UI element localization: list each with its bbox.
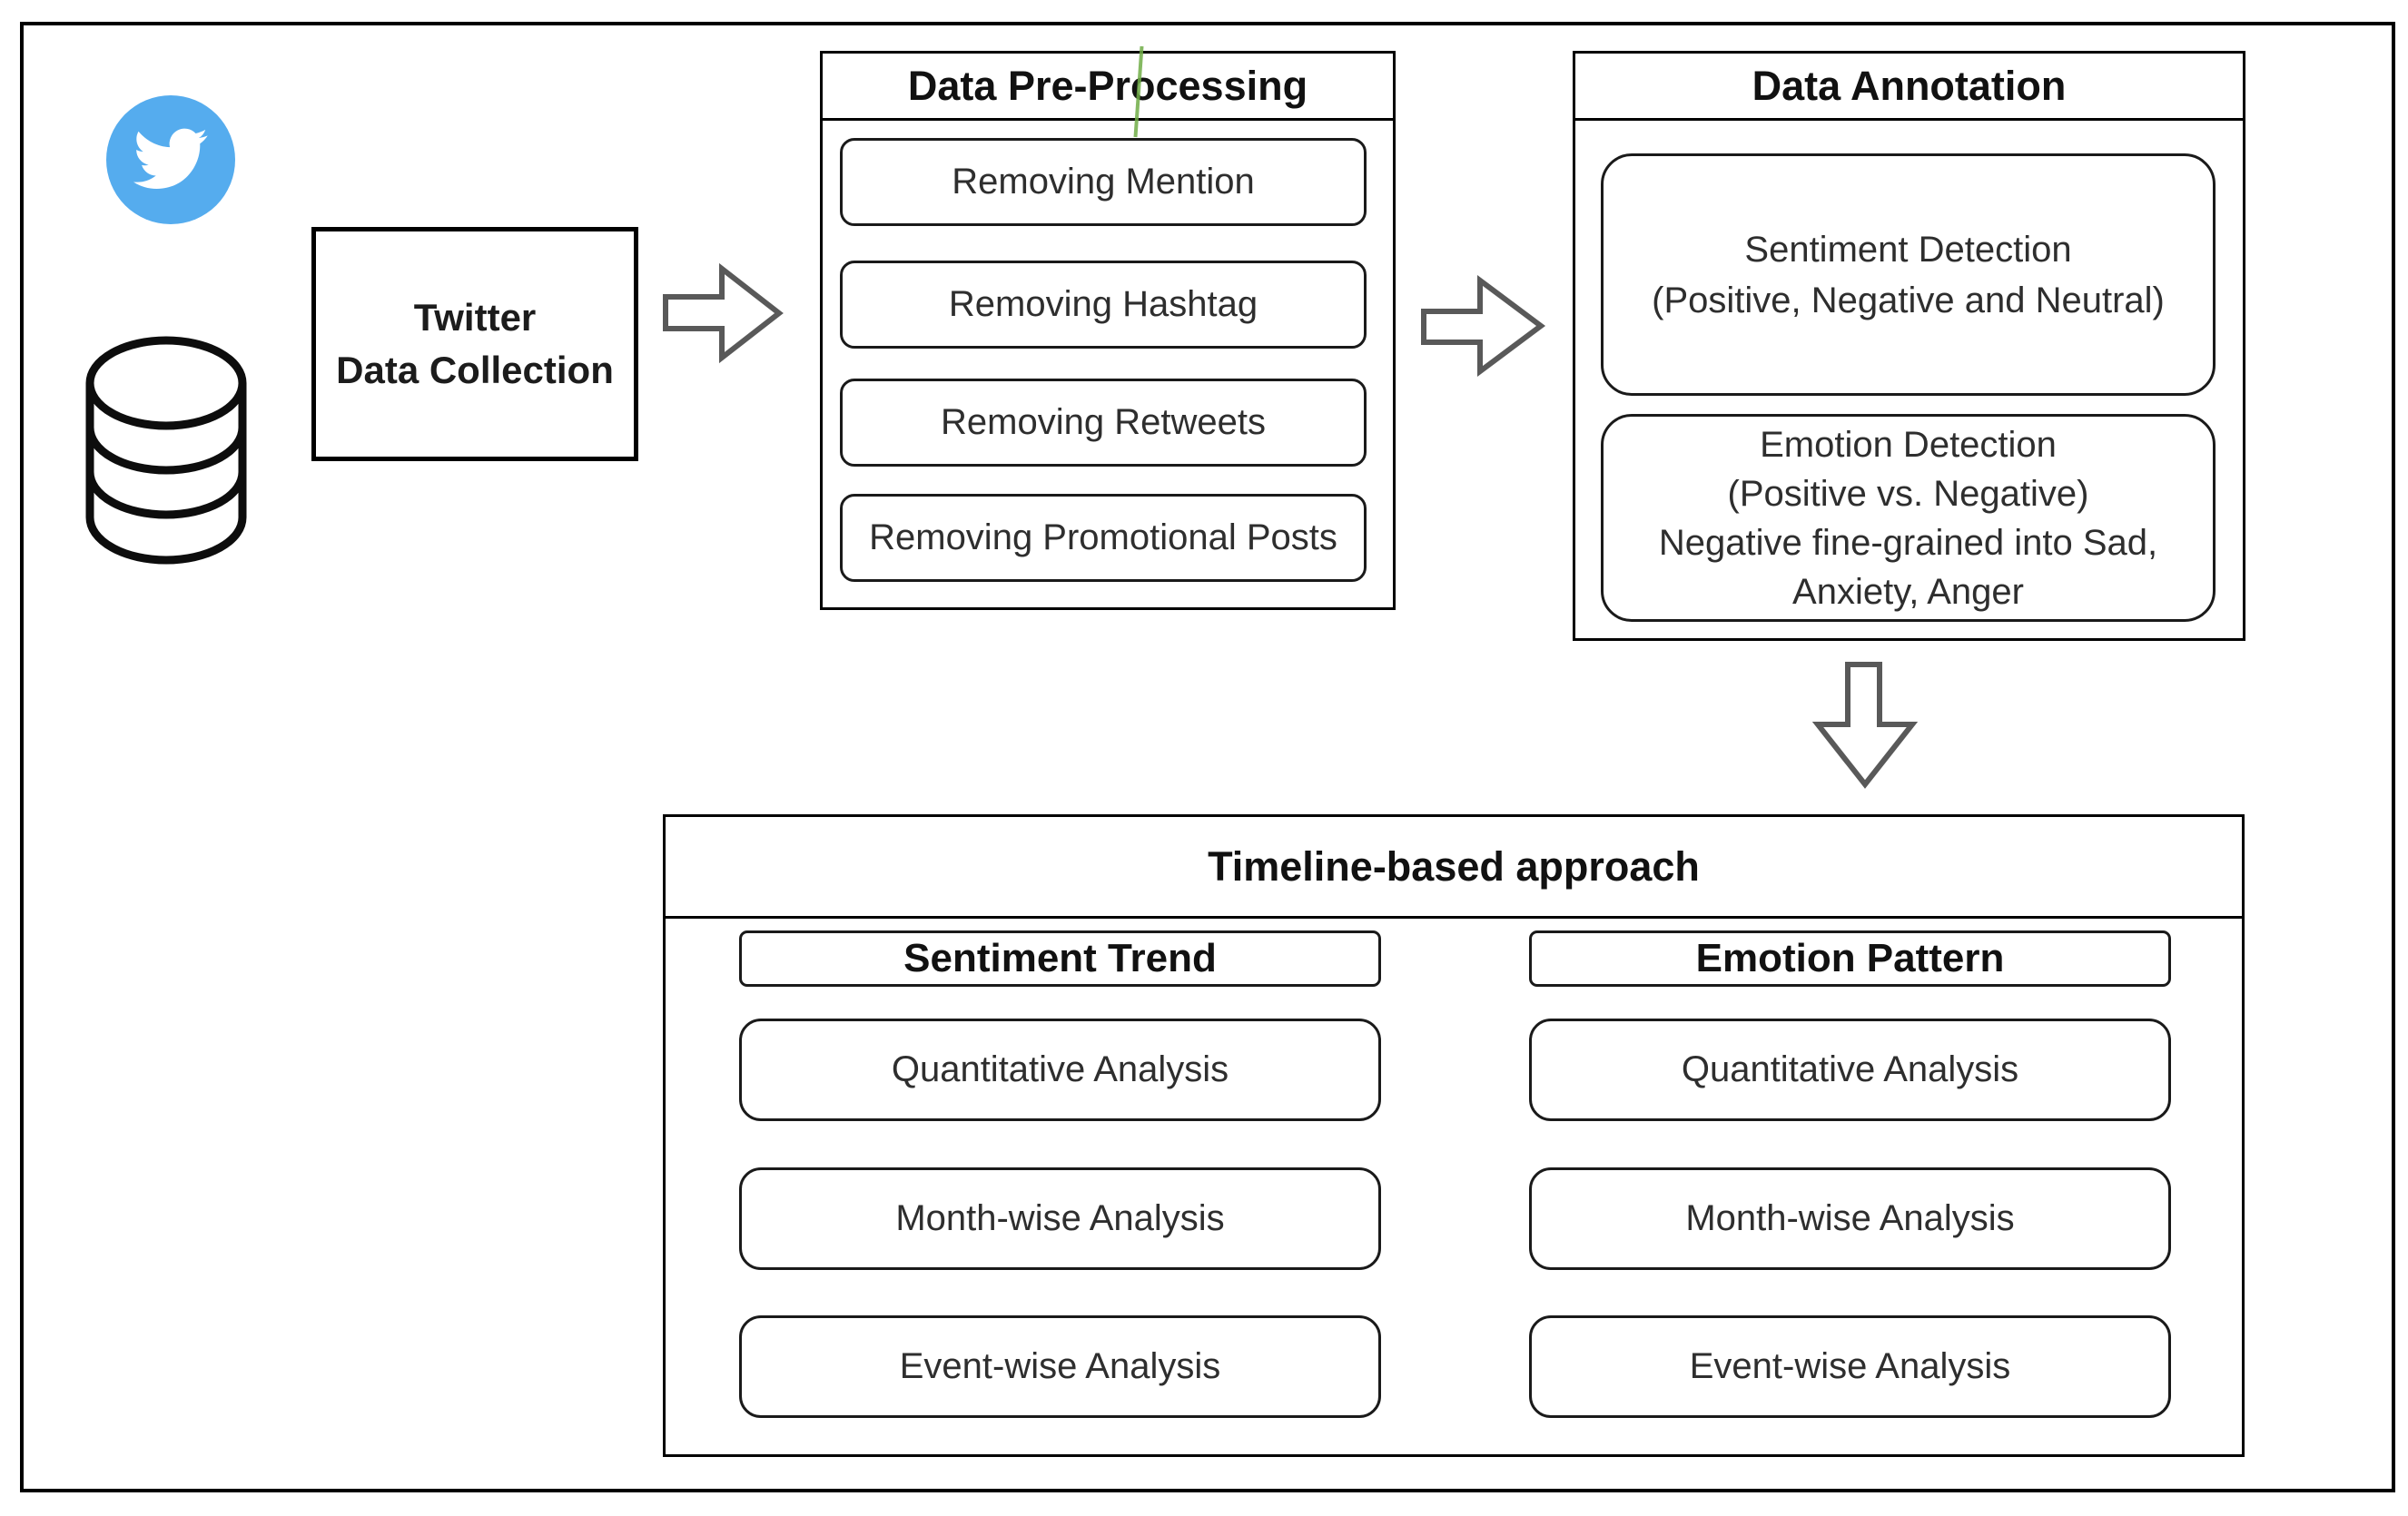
preprocessing-step-removing-hashtag: Removing Hashtag: [840, 261, 1367, 349]
page-border: [20, 22, 2395, 1492]
emotion-detection-line1: Emotion Detection: [1760, 424, 2057, 465]
green-cursor-line: [1133, 45, 1144, 138]
emotion-event-wise-analysis-box: Event-wise Analysis: [1529, 1315, 2171, 1418]
sentiment-detection-line2: (Positive, Negative and Neutral): [1652, 280, 2165, 320]
arrow-right-icon-1: [663, 262, 784, 364]
emotion-detection-line2: (Positive vs. Negative): [1727, 473, 2089, 514]
emotion-pattern-header: Emotion Pattern: [1529, 930, 2171, 987]
database-icon: [85, 336, 247, 565]
preprocessing-title: Data Pre-Processing: [823, 54, 1393, 121]
sentiment-detection-line1: Sentiment Detection: [1744, 229, 2072, 270]
preprocessing-panel: Data Pre-Processing Removing Mention Rem…: [820, 51, 1396, 610]
sentiment-month-wise-analysis-box: Month-wise Analysis: [739, 1167, 1381, 1270]
emotion-month-wise-analysis-box: Month-wise Analysis: [1529, 1167, 2171, 1270]
annotation-panel: Data Annotation Sentiment Detection (Pos…: [1573, 51, 2245, 641]
twitter-data-collection-box: Twitter Data Collection: [311, 227, 638, 461]
sentiment-event-wise-analysis-box: Event-wise Analysis: [739, 1315, 1381, 1418]
preprocessing-step-removing-mention: Removing Mention: [840, 138, 1367, 226]
collection-box-line2: Data Collection: [336, 349, 614, 391]
emotion-quantitative-analysis-box: Quantitative Analysis: [1529, 1019, 2171, 1121]
sentiment-quantitative-analysis-box: Quantitative Analysis: [739, 1019, 1381, 1121]
sentiment-trend-header: Sentiment Trend: [739, 930, 1381, 987]
sentiment-detection-box: Sentiment Detection (Positive, Negative …: [1601, 153, 2216, 396]
emotion-detection-line3: Negative fine-grained into Sad,: [1658, 522, 2158, 563]
timeline-panel: Timeline-based approach Sentiment Trend …: [663, 814, 2245, 1457]
arrow-down-icon: [1811, 662, 1919, 789]
timeline-title: Timeline-based approach: [666, 817, 2242, 919]
emotion-detection-line4: Anxiety, Anger: [1792, 571, 2024, 612]
arrow-right-icon-2: [1421, 275, 1546, 377]
twitter-icon: [106, 95, 235, 224]
preprocessing-step-removing-promotional-posts: Removing Promotional Posts: [840, 494, 1367, 582]
preprocessing-step-removing-retweets: Removing Retweets: [840, 379, 1367, 467]
annotation-title: Data Annotation: [1575, 54, 2243, 121]
emotion-detection-box: Emotion Detection (Positive vs. Negative…: [1601, 414, 2216, 622]
collection-box-line1: Twitter: [413, 296, 537, 339]
